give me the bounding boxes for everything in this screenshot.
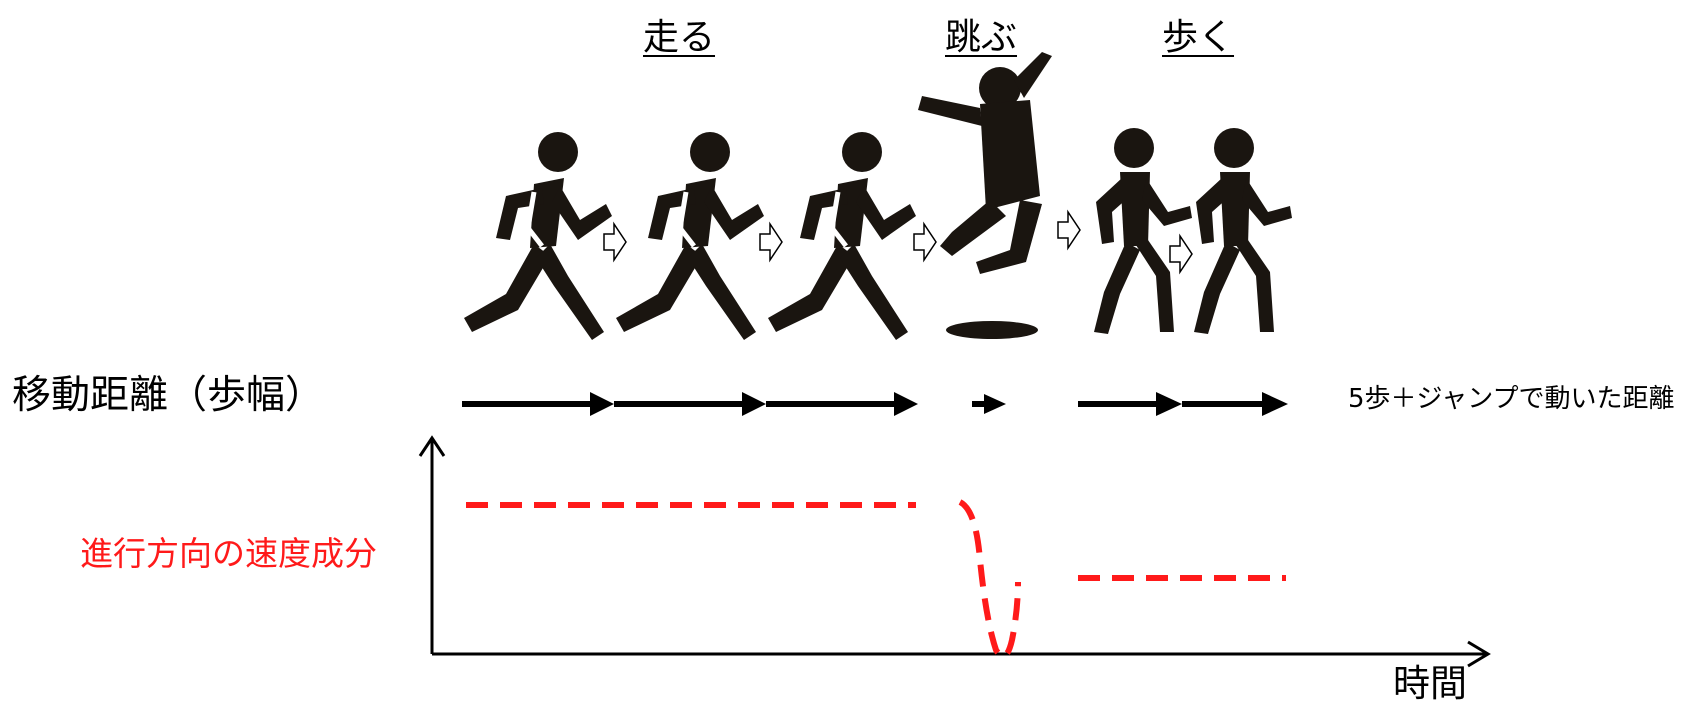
hollow-arrow-icon xyxy=(913,223,937,261)
x-axis-arrowhead xyxy=(1467,640,1491,668)
hollow-arrow-icon xyxy=(759,223,783,261)
y-axis-arrowhead xyxy=(418,435,446,457)
runner-figure-1 xyxy=(464,132,612,340)
distance-row-label: 移動距離（歩幅） xyxy=(12,373,325,418)
phase-label-run: 走る xyxy=(643,17,716,58)
walker-figure-1 xyxy=(1094,128,1192,334)
phase-label-jump: 跳ぶ xyxy=(945,17,1018,58)
velocity-curve xyxy=(466,499,1286,659)
distance-note: 5歩＋ジャンプで動いた距離 xyxy=(1348,384,1675,414)
hollow-arrow-icon xyxy=(1057,211,1081,249)
jump-shadow xyxy=(946,321,1038,339)
plot-axes xyxy=(418,435,1491,668)
hollow-arrow-icon xyxy=(1169,235,1193,273)
speed-axis-label: 進行方向の速度成分 xyxy=(80,534,377,573)
walker-figure-2 xyxy=(1194,128,1292,334)
hollow-arrow-icon xyxy=(603,223,627,261)
velocity-jump-segment xyxy=(958,499,1021,659)
jumping-figure xyxy=(918,52,1052,274)
step-arrowheads xyxy=(590,392,1288,416)
time-axis-label: 時間 xyxy=(1393,662,1467,705)
phase-label-walk: 歩く xyxy=(1162,17,1235,58)
runner-figure-3 xyxy=(768,132,916,340)
runner-figure-2 xyxy=(616,132,764,340)
